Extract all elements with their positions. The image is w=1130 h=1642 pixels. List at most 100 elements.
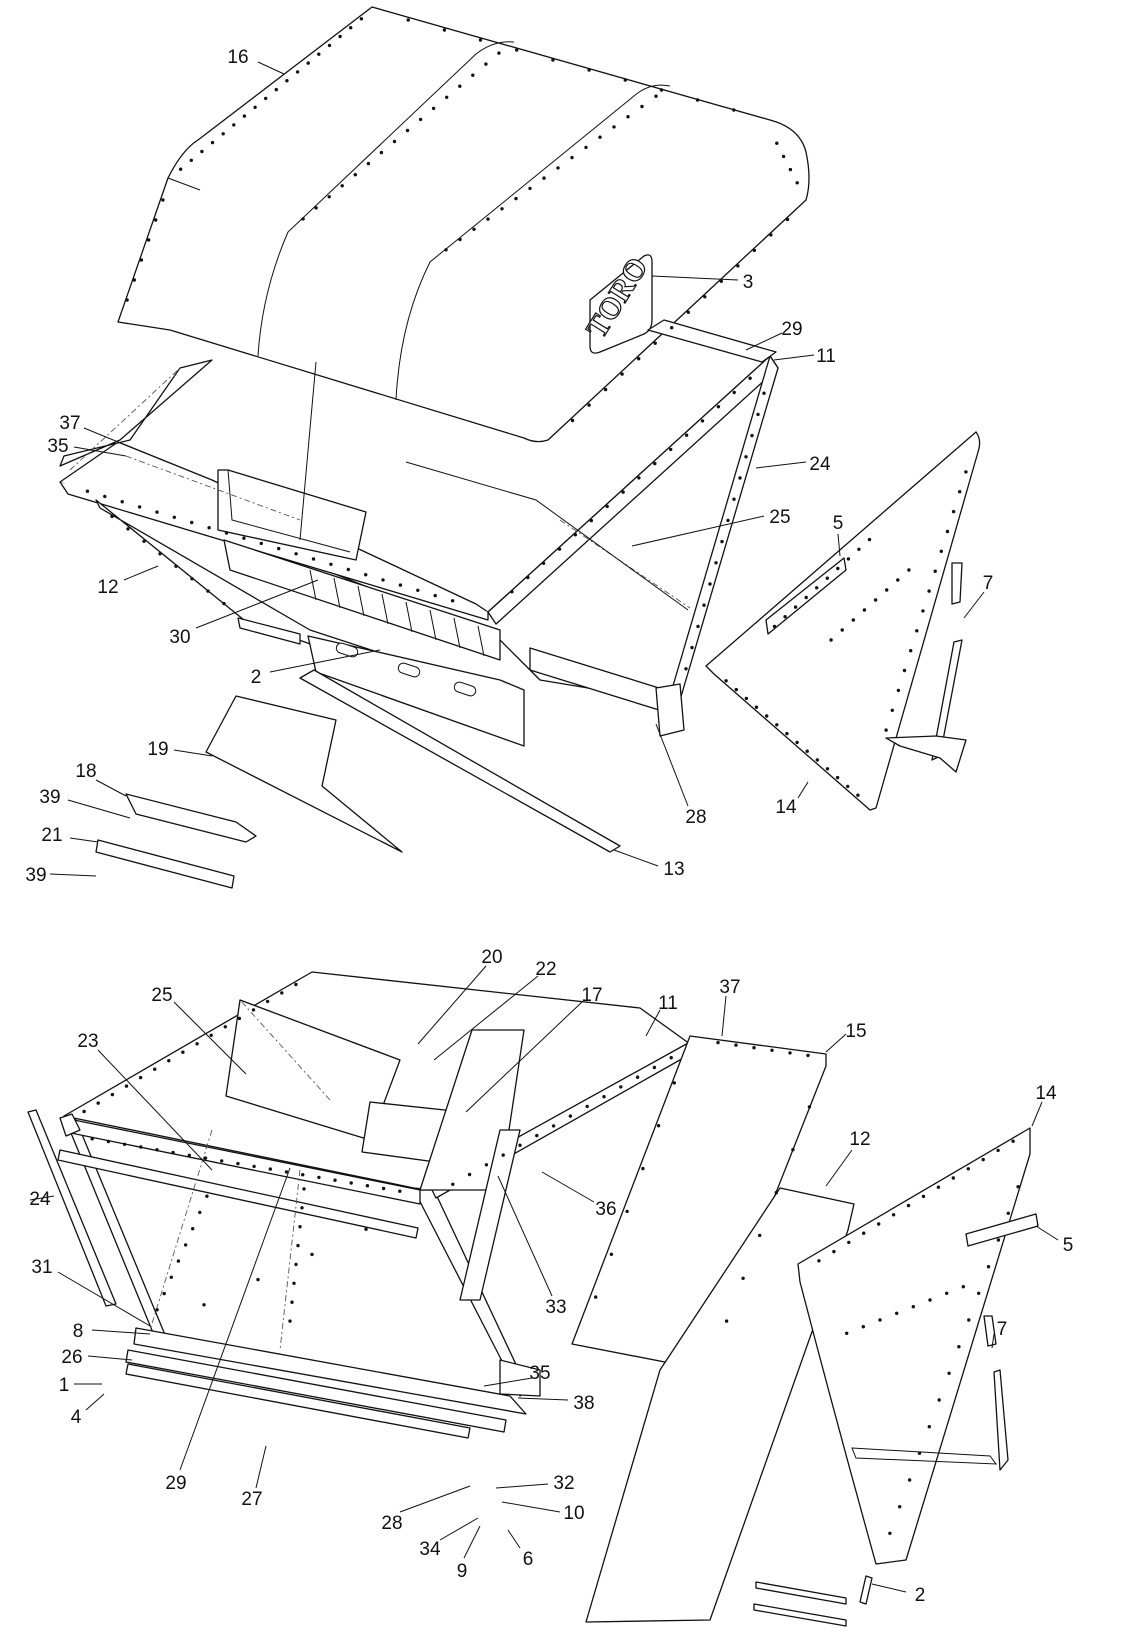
fastener-hole [467,1172,472,1177]
fastener-hole [756,412,760,417]
fastener-hole [795,740,799,745]
lower-leader-15 [825,1033,847,1053]
fastener-hole [158,552,162,556]
fastener-hole [807,1105,812,1109]
fastener-hole [888,1531,892,1536]
upper-leader-14 [797,781,809,799]
fastener-hole [195,1042,199,1046]
fastener-hole [268,1167,272,1171]
fastener-hole [526,575,530,580]
fastener-hole [106,1139,111,1144]
lower-leader-4 [85,1393,105,1411]
upper-leader-19 [173,749,213,757]
lower-callout-34: 34 [419,1539,441,1560]
fastener-hole [817,1259,821,1263]
fastener-hole [584,145,588,150]
fastener-hole [221,132,225,136]
lower-callout-15: 15 [845,1021,866,1042]
fastener-hole [300,1206,304,1210]
fastener-hole [573,533,578,537]
fastener-hole [690,645,694,650]
lower-leader-32 [495,1483,549,1489]
fastener-hole [981,1157,985,1162]
fastener-hole [528,186,532,191]
lower-callout-31: 31 [31,1257,52,1278]
upper-leader-3 [651,275,739,281]
part-side-plate-lower [797,1127,1039,1565]
fastener-hole [719,279,723,283]
fastener-hole [96,1101,100,1105]
upper-leader-39 [49,873,97,877]
lower-leader-14 [1031,1101,1043,1127]
fastener-hole [478,38,483,42]
fastener-hole [458,237,462,242]
fastener-hole [885,588,889,592]
fastener-hole [846,557,851,561]
upper-callout-16: 16 [227,47,248,68]
lower-callout-25: 25 [151,985,172,1006]
fastener-hole [652,1065,657,1070]
lower-callout-17: 17 [581,985,602,1006]
fastener-hole [224,531,229,535]
fastener-hole [621,490,625,494]
fastener-hole [327,43,332,48]
fastener-hole [861,1325,865,1329]
lower-callout-23: 23 [77,1031,98,1052]
fastener-hole [835,775,840,780]
fastener-hole [669,1056,673,1060]
fastener-hole [556,166,560,170]
fastener-hole [1006,1211,1010,1216]
fastener-hole [329,562,333,566]
fastener-hole [514,196,518,201]
callout-leaders [29,61,1059,1593]
fastener-hole [847,1240,851,1245]
fastener-hole [126,527,130,531]
fastener-hole [836,566,840,571]
fastener-hole [741,1276,745,1281]
fastener-hole [825,767,830,771]
lower-callout-24: 24 [29,1189,51,1210]
fastener-hole [785,731,789,736]
lower-leader-2 [871,1583,907,1593]
fastener-hole [605,504,609,509]
fastener-hole [284,1170,289,1174]
lower-leader-26 [87,1355,133,1361]
fastener-hole [957,1345,961,1349]
fastener-hole [1011,1139,1015,1143]
lower-leader-22 [433,975,539,1061]
fastener-hole [236,1161,240,1166]
fastener-hole [637,476,641,480]
fastener-hole [220,1159,224,1163]
fastener-hole [609,1252,614,1257]
fastener-hole [251,1008,256,1012]
fastener-hole [964,470,968,474]
fastener-hole [732,497,736,501]
fastener-hole [398,583,403,587]
fastener-hole [280,991,284,995]
lower-callout-14: 14 [1035,1083,1057,1104]
fastener-hole [1016,1185,1020,1189]
fastener-hole [124,1084,129,1088]
fastener-hole [927,589,931,593]
fastener-hole [734,1043,738,1047]
fastener-hole [700,419,705,423]
fastener-hole [290,1300,294,1304]
fastener-hole [640,104,644,109]
fastener-hole [132,278,136,282]
fastener-hole [416,588,420,592]
fastener-hole [296,1243,300,1248]
fastener-hole [939,549,943,553]
fastener-hole [285,79,289,83]
fastener-hole [635,1075,640,1079]
fastener-hole [85,489,90,493]
fastener-hole [937,1398,941,1402]
lower-leader-29 [179,1167,291,1471]
fastener-hole [486,217,490,221]
fastener-hole [896,688,901,693]
fastener-hole [877,1222,881,1226]
fastener-hole [738,476,742,480]
fastener-hole [161,198,165,202]
fastener-hole [684,667,688,671]
upper-leader-28 [655,723,689,807]
